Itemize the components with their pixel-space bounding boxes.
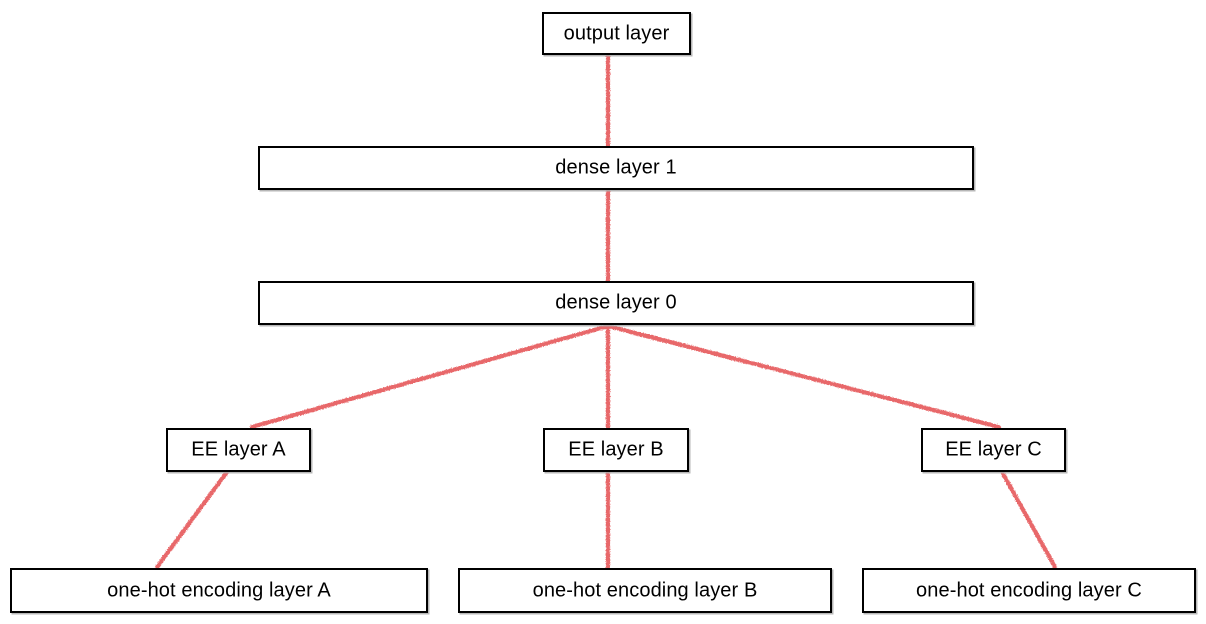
node-ee-layer-a[interactable]: EE layer A <box>166 428 311 472</box>
node-one-hot-encoding-layer-b[interactable]: one-hot encoding layer B <box>458 568 832 613</box>
edge-onehot-c-to-ee-c <box>999 469 1058 570</box>
node-label-ee-layer-b: EE layer B <box>568 438 664 461</box>
node-label-one-hot-encoding-layer-c: one-hot encoding layer C <box>916 579 1142 601</box>
node-label-one-hot-encoding-layer-a: one-hot encoding layer A <box>107 579 331 601</box>
node-output-layer[interactable]: output layer <box>542 12 691 55</box>
node-one-hot-encoding-layer-a[interactable]: one-hot encoding layer A <box>10 568 428 613</box>
node-label-output-layer: output layer <box>563 22 670 44</box>
edge-ee-c-to-dense0 <box>605 323 1002 430</box>
node-label-ee-layer-c: EE layer C <box>945 438 1042 461</box>
edge-ee-a-to-dense0 <box>249 323 611 430</box>
edge-onehot-a-to-ee-a <box>154 469 230 570</box>
node-one-hot-encoding-layer-c[interactable]: one-hot encoding layer C <box>862 568 1196 613</box>
node-label-dense-layer-0: dense layer 0 <box>555 291 677 314</box>
node-ee-layer-c[interactable]: EE layer C <box>921 428 1066 472</box>
node-label-ee-layer-a: EE layer A <box>191 438 286 461</box>
node-dense-layer-0[interactable]: dense layer 0 <box>258 281 974 325</box>
node-label-dense-layer-1: dense layer 1 <box>555 156 677 179</box>
node-ee-layer-b[interactable]: EE layer B <box>543 428 689 472</box>
node-label-one-hot-encoding-layer-b: one-hot encoding layer B <box>532 579 758 601</box>
node-dense-layer-1[interactable]: dense layer 1 <box>258 146 974 190</box>
